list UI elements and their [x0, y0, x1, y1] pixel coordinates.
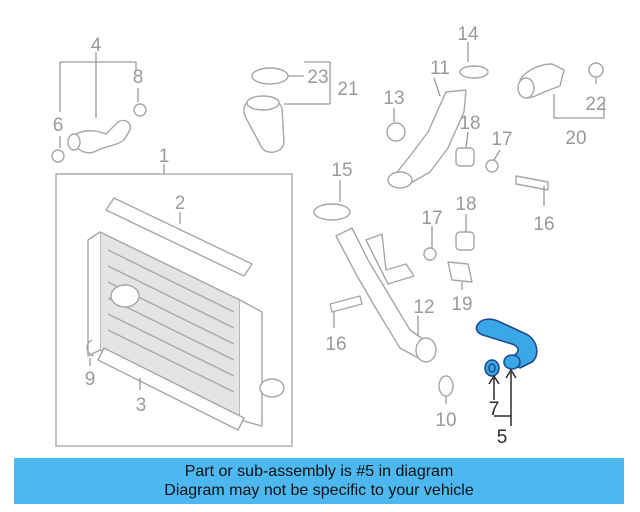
callout-15: 15: [331, 160, 352, 181]
callout-16-upper: 16: [533, 214, 554, 235]
bolt-16-upper: [515, 175, 549, 191]
clamp-14: [459, 65, 489, 79]
leader-lines: [59, 42, 605, 404]
leader-lines-highlighted: [488, 368, 517, 426]
bolt-16-lower: [329, 295, 363, 313]
callout-7: 7: [489, 399, 500, 420]
seal-7: [484, 359, 500, 377]
callout-22: 22: [585, 94, 606, 115]
seal-22: [588, 62, 604, 78]
callout-19: 19: [451, 294, 472, 315]
air-guide-bottom: [97, 347, 245, 431]
callout-9: 9: [85, 369, 96, 390]
callout-11: 11: [430, 58, 450, 79]
seal-6: [51, 149, 65, 163]
intercooler-side-tank: [87, 231, 101, 357]
callout-20: 20: [565, 128, 586, 149]
seal-8: [133, 103, 147, 117]
clip-9: [86, 339, 95, 357]
callout-4: 4: [91, 35, 102, 56]
callout-14: 14: [457, 24, 479, 45]
info-banner: Part or sub-assembly is #5 in diagram Di…: [14, 458, 624, 504]
callout-16-lower: 16: [325, 334, 346, 355]
bushing-18-upper: [455, 147, 475, 167]
callout-12: 12: [413, 297, 434, 318]
hose-4: [71, 119, 132, 154]
callout-21: 21: [337, 79, 358, 100]
pipe-11: [393, 89, 467, 187]
intercooler-outlet: [259, 378, 285, 398]
callout-10: 10: [435, 410, 456, 431]
callout-8: 8: [133, 67, 144, 88]
callout-1: 1: [159, 146, 170, 167]
clamp-15: [313, 203, 351, 221]
bracket-19: [447, 261, 473, 283]
pipe-11-group: [386, 65, 489, 189]
bushing-18-lower: [455, 231, 475, 251]
callout-6: 6: [53, 115, 64, 136]
callout-17-upper: 17: [491, 129, 512, 150]
callout-5: 5: [497, 427, 508, 448]
intercooler-box: [55, 173, 293, 447]
air-guide-top: [105, 197, 253, 277]
intercooler-group: [55, 173, 293, 447]
callout-13: 13: [383, 88, 404, 109]
callout-23: 23: [307, 67, 328, 88]
callout-18-upper: 18: [459, 113, 480, 134]
intercooler-inlet: [110, 284, 140, 308]
clamp-10: [438, 375, 454, 397]
callout-2: 2: [175, 193, 186, 214]
hose-21-group: [243, 67, 289, 153]
callout-17-lower: 17: [421, 208, 442, 229]
pipe-12-group: [313, 203, 437, 363]
banner-line-1: Part or sub-assembly is #5 in diagram: [184, 463, 454, 480]
callout-3: 3: [136, 395, 147, 416]
nut-17-upper: [485, 159, 499, 173]
nut-17-lower: [423, 247, 437, 261]
elbow-20-group: [517, 62, 604, 99]
hose-5-end: [503, 354, 521, 370]
banner-line-2: Diagram may not be specific to your vehi…: [164, 482, 474, 499]
callout-18-lower: 18: [455, 194, 476, 215]
hose-4-group: [51, 103, 147, 163]
callout-labels: 4 8 6 1 2 9 3 23 21 14 11 13 18 17 22 20…: [53, 24, 607, 448]
hose-5-highlighted: [475, 318, 538, 377]
seal-13: [386, 122, 406, 142]
clamp-23: [251, 67, 289, 85]
